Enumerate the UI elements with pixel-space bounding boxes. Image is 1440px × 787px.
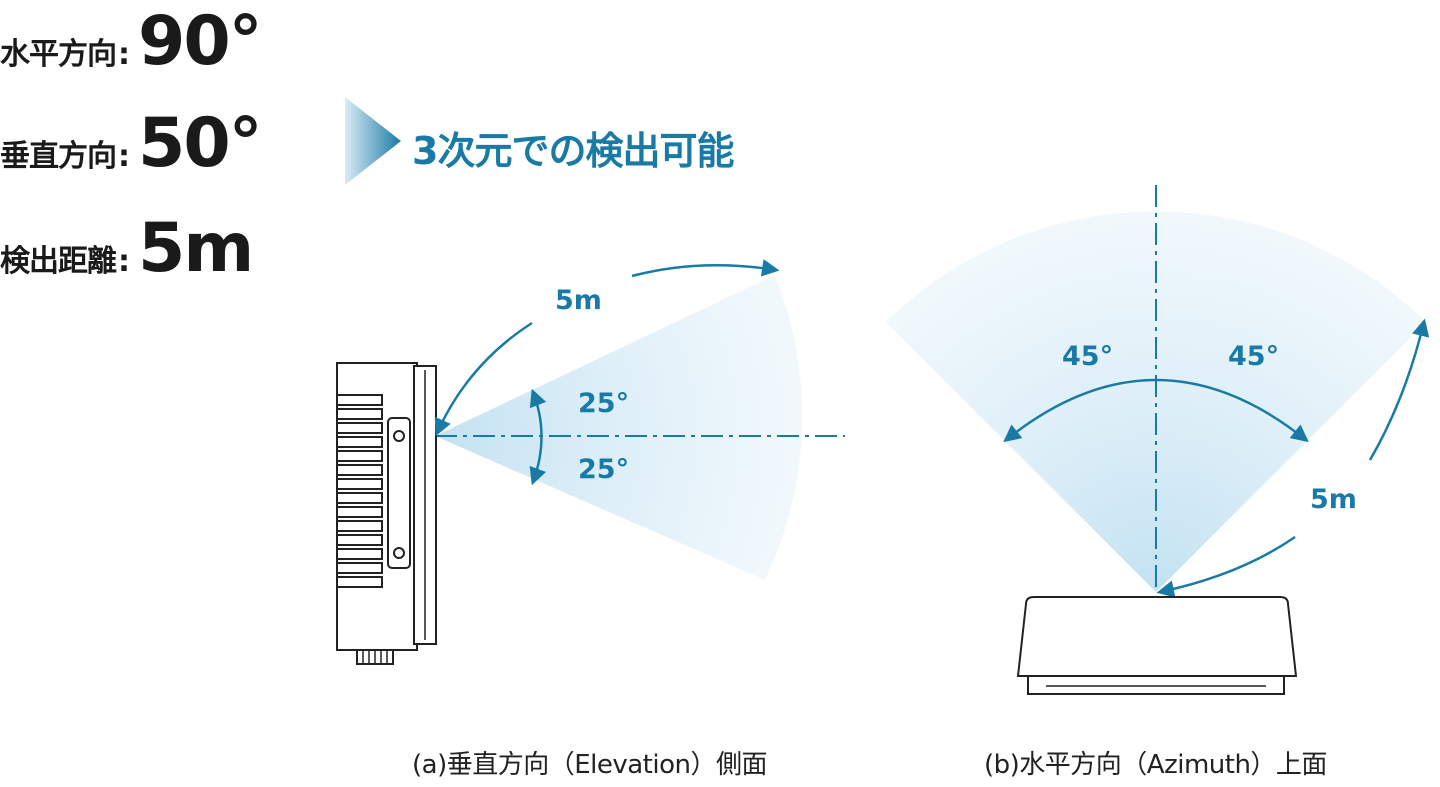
azimuth-angle-left-label: 45° bbox=[1062, 341, 1113, 372]
headline-3d-detection: 3次元での検出可能 bbox=[412, 129, 734, 173]
elevation-range-label: 5m bbox=[555, 285, 602, 316]
spec-label-horizontal: 水平方向 bbox=[0, 37, 117, 72]
spec-value-vertical: 50° bbox=[138, 104, 263, 183]
spec-colon: : bbox=[118, 37, 130, 72]
spec-value-distance: 5m bbox=[138, 209, 254, 288]
elevation-range-arrow-left bbox=[434, 321, 533, 437]
spec-label-vertical: 垂直方向 bbox=[0, 139, 117, 174]
azimuth-beam bbox=[886, 211, 1426, 592]
spec-row-vertical: 垂直方向 : 50° bbox=[0, 104, 263, 183]
sensor-top-view bbox=[1016, 596, 1298, 695]
spec-row-distance: 検出距離 : 5m bbox=[0, 209, 254, 288]
spec-value-horizontal: 90° bbox=[138, 2, 263, 81]
spec-colon: : bbox=[118, 244, 130, 279]
elevation-caption: (a)垂直方向（Elevation）側面 bbox=[412, 750, 768, 780]
spec-colon: : bbox=[118, 139, 130, 174]
azimuth-range-label: 5m bbox=[1310, 484, 1357, 515]
elevation-angle-arc bbox=[529, 388, 547, 486]
azimuth-range-arrow-bottom bbox=[1156, 535, 1296, 598]
elevation-angle-down-label: 25° bbox=[578, 454, 629, 485]
elevation-range-arrow-top bbox=[631, 259, 780, 278]
elevation-beam bbox=[435, 275, 803, 580]
spec-label-distance: 検出距離 bbox=[0, 244, 117, 279]
sensor-side-view bbox=[336, 362, 437, 665]
azimuth-angle-arc bbox=[1003, 378, 1309, 443]
azimuth-caption: (b)水平方向（Azimuth）上面 bbox=[984, 750, 1327, 780]
right-chevron-gradient-icon bbox=[345, 97, 401, 185]
spec-row-horizontal: 水平方向 : 90° bbox=[0, 2, 263, 81]
azimuth-range-arrow-right bbox=[1368, 318, 1430, 461]
elevation-angle-up-label: 25° bbox=[578, 388, 629, 419]
azimuth-angle-right-label: 45° bbox=[1228, 341, 1279, 372]
